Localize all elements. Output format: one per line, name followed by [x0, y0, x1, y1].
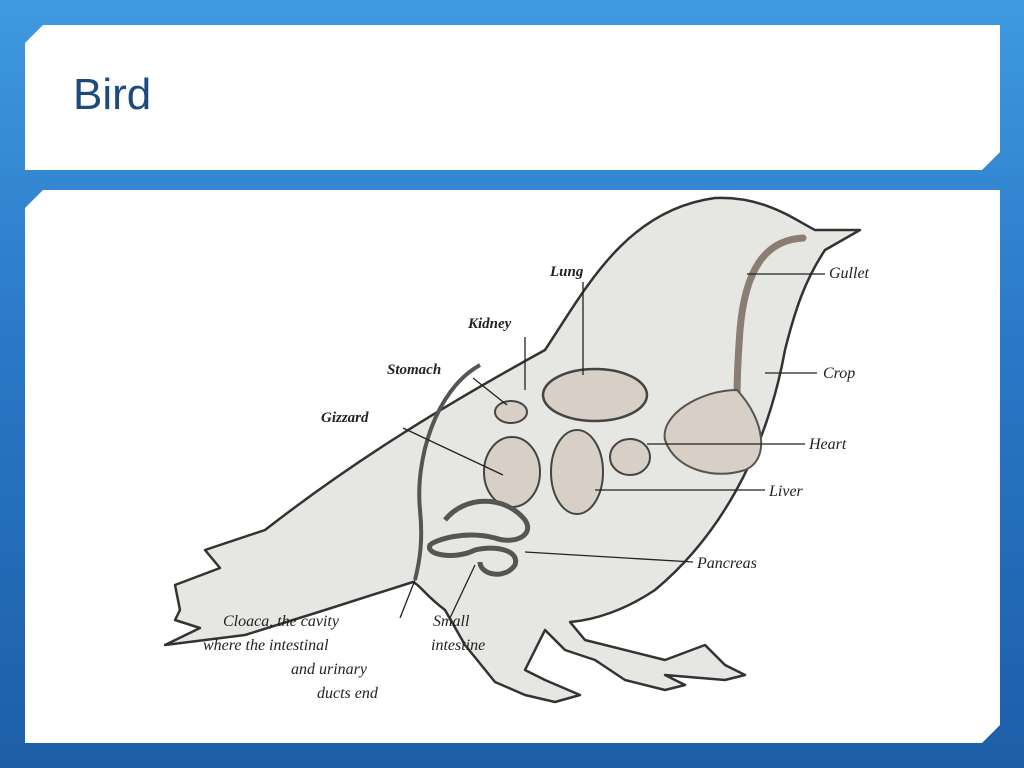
label-heart: Heart: [808, 436, 847, 453]
label-cloaca-line2: where the intestinal: [203, 637, 329, 654]
label-small-intestine-line1: Small: [433, 613, 470, 630]
stomach-organ: [495, 401, 527, 423]
content-panel: Lung Kidney Stomach Gizzard Gullet Crop …: [25, 190, 1000, 743]
gullet-tube: [737, 238, 803, 410]
leader-cloaca: [400, 580, 415, 618]
leader-stomach: [473, 378, 507, 405]
label-gullet: Gullet: [829, 265, 870, 282]
label-pancreas: Pancreas: [696, 555, 757, 572]
leader-pancreas: [525, 552, 693, 562]
label-liver: Liver: [768, 483, 804, 500]
title-panel: [25, 25, 1000, 170]
label-gizzard: Gizzard: [321, 410, 369, 426]
label-crop: Crop: [823, 365, 855, 382]
label-stomach: Stomach: [387, 362, 441, 378]
gizzard-organ: [484, 437, 540, 507]
leader-gizzard: [403, 428, 503, 475]
small-intestine-coil: [429, 501, 527, 574]
crop-organ: [665, 390, 762, 474]
label-kidney: Kidney: [467, 316, 512, 332]
label-cloaca-line3: and urinary: [291, 661, 368, 678]
label-lung: Lung: [549, 264, 584, 280]
slide-title: Bird: [73, 70, 152, 119]
lung-organ: [543, 369, 647, 421]
leader-small-intestine: [450, 565, 475, 618]
liver-organ: [551, 430, 603, 514]
label-cloaca-line4: ducts end: [317, 685, 379, 702]
intestine-to-cloaca: [415, 365, 480, 580]
label-small-intestine-line2: intestine: [431, 637, 485, 654]
label-cloaca-line1: Cloaca, the cavity: [223, 613, 340, 630]
heart-organ: [610, 439, 650, 475]
bird-anatomy-diagram: Lung Kidney Stomach Gizzard Gullet Crop …: [25, 190, 1000, 743]
